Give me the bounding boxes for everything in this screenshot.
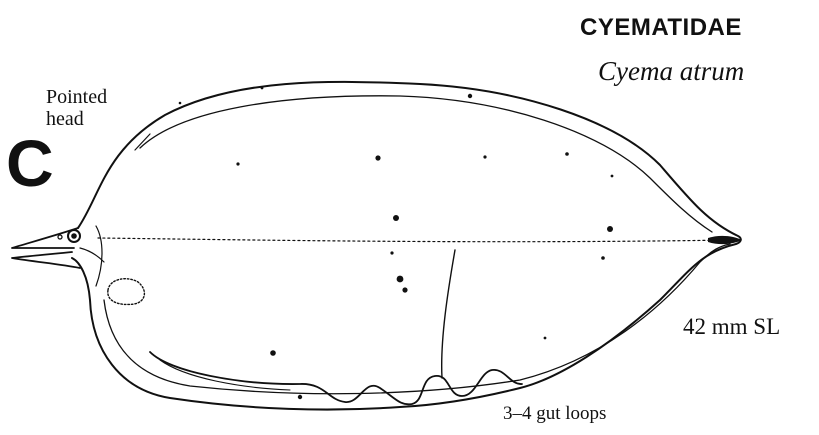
family-name: CYEMATIDAE <box>580 14 742 42</box>
head-note-line1: Pointed <box>46 86 107 108</box>
ventral-fin-line <box>104 244 730 394</box>
jaw-line <box>80 248 104 262</box>
head-note-line2: head <box>46 108 107 130</box>
vent-line <box>442 250 455 378</box>
species-name: Cyema atrum <box>598 56 744 87</box>
pointed-head-annotation: Pointed head <box>46 86 107 130</box>
dorsal-fin-line <box>140 96 712 232</box>
pectoral-blob <box>108 279 145 305</box>
panel-letter: C <box>6 130 54 196</box>
gut-loops-annotation: 3–4 gut loops <box>503 403 606 425</box>
lateral-line <box>98 238 730 242</box>
nostril <box>58 235 62 239</box>
gut-inner <box>160 360 290 390</box>
body-outline <box>72 82 741 410</box>
size-annotation: 42 mm SL <box>683 314 780 340</box>
melanophores <box>179 87 614 400</box>
eye-pupil <box>71 233 77 239</box>
lower-jaw <box>12 252 80 268</box>
